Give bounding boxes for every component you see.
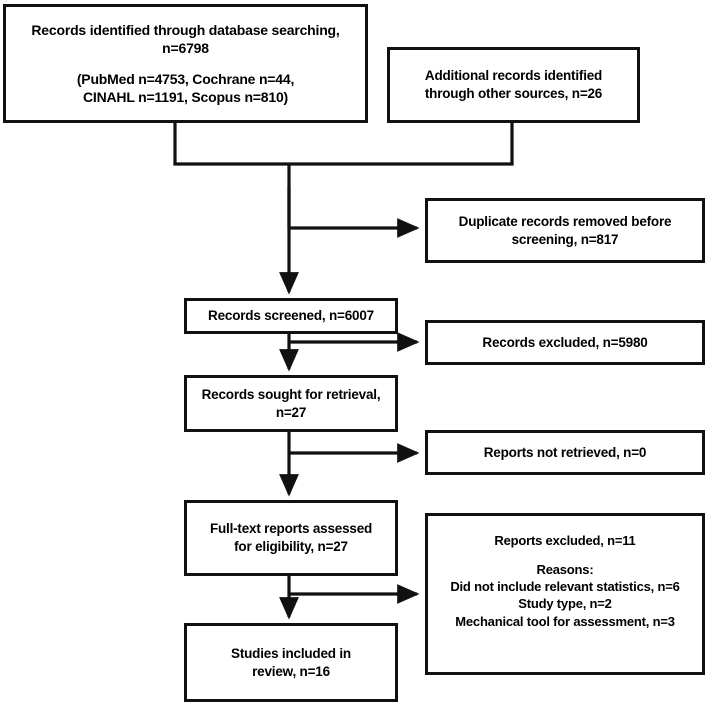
node-line: CINAHL n=1191, Scopus n=810) [82,88,288,105]
node-line: Studies included in [231,645,351,661]
node-line: Reports excluded, n=11 [494,533,636,548]
reports-excluded-box: Reports excluded, n=11 Reasons: Did not … [425,513,705,675]
node-line: Additional records identified [424,68,603,84]
node-line: screening, n=817 [511,231,619,247]
node-line: Reports not retrieved, n=0 [483,444,647,460]
node-line: Full-text reports assessed [209,521,373,537]
node-line: Did not include relevant statistics, n=6 [450,579,680,595]
full-text-reports-assessed-box: Full-text reports assessed for eligibili… [184,500,398,576]
node-line: Reasons: [536,562,594,578]
duplicate-records-removed-box: Duplicate records removed before screeni… [425,198,705,263]
connector-screened-to-duplicates [287,186,420,238]
records-excluded-box: Records excluded, n=5980 [425,320,705,365]
node-line: review, n=16 [252,663,330,679]
node-line: Mechanical tool for assessment, n=3 [455,613,675,629]
additional-records-other-sources-box: Additional records identified through ot… [387,47,640,123]
records-sought-for-retrieval-box: Records sought for retrieval, n=27 [184,375,398,432]
records-identified-database-box: Records identified through database sear… [3,4,368,123]
node-line: n=27 [275,404,307,420]
node-line: for eligibility, n=27 [234,539,348,554]
node-line: Study type, n=2 [518,596,612,612]
studies-included-in-review-box: Studies included in review, n=16 [184,623,398,702]
node-line: Records sought for retrieval, [201,386,381,402]
node-line: n=6798 [162,40,209,57]
records-screened-box: Records screened, n=6007 [184,298,398,334]
node-line: Records identified through database sear… [31,21,340,38]
node-line: Records screened, n=6007 [208,308,374,324]
node-line: through other sources, n=26 [424,86,603,101]
node-line: Duplicate records removed before [458,213,672,229]
node-line: (PubMed n=4753, Cochrane n=44, [76,70,295,87]
reports-not-retrieved-box: Reports not retrieved, n=0 [425,430,705,475]
node-line: Records excluded, n=5980 [482,334,648,350]
